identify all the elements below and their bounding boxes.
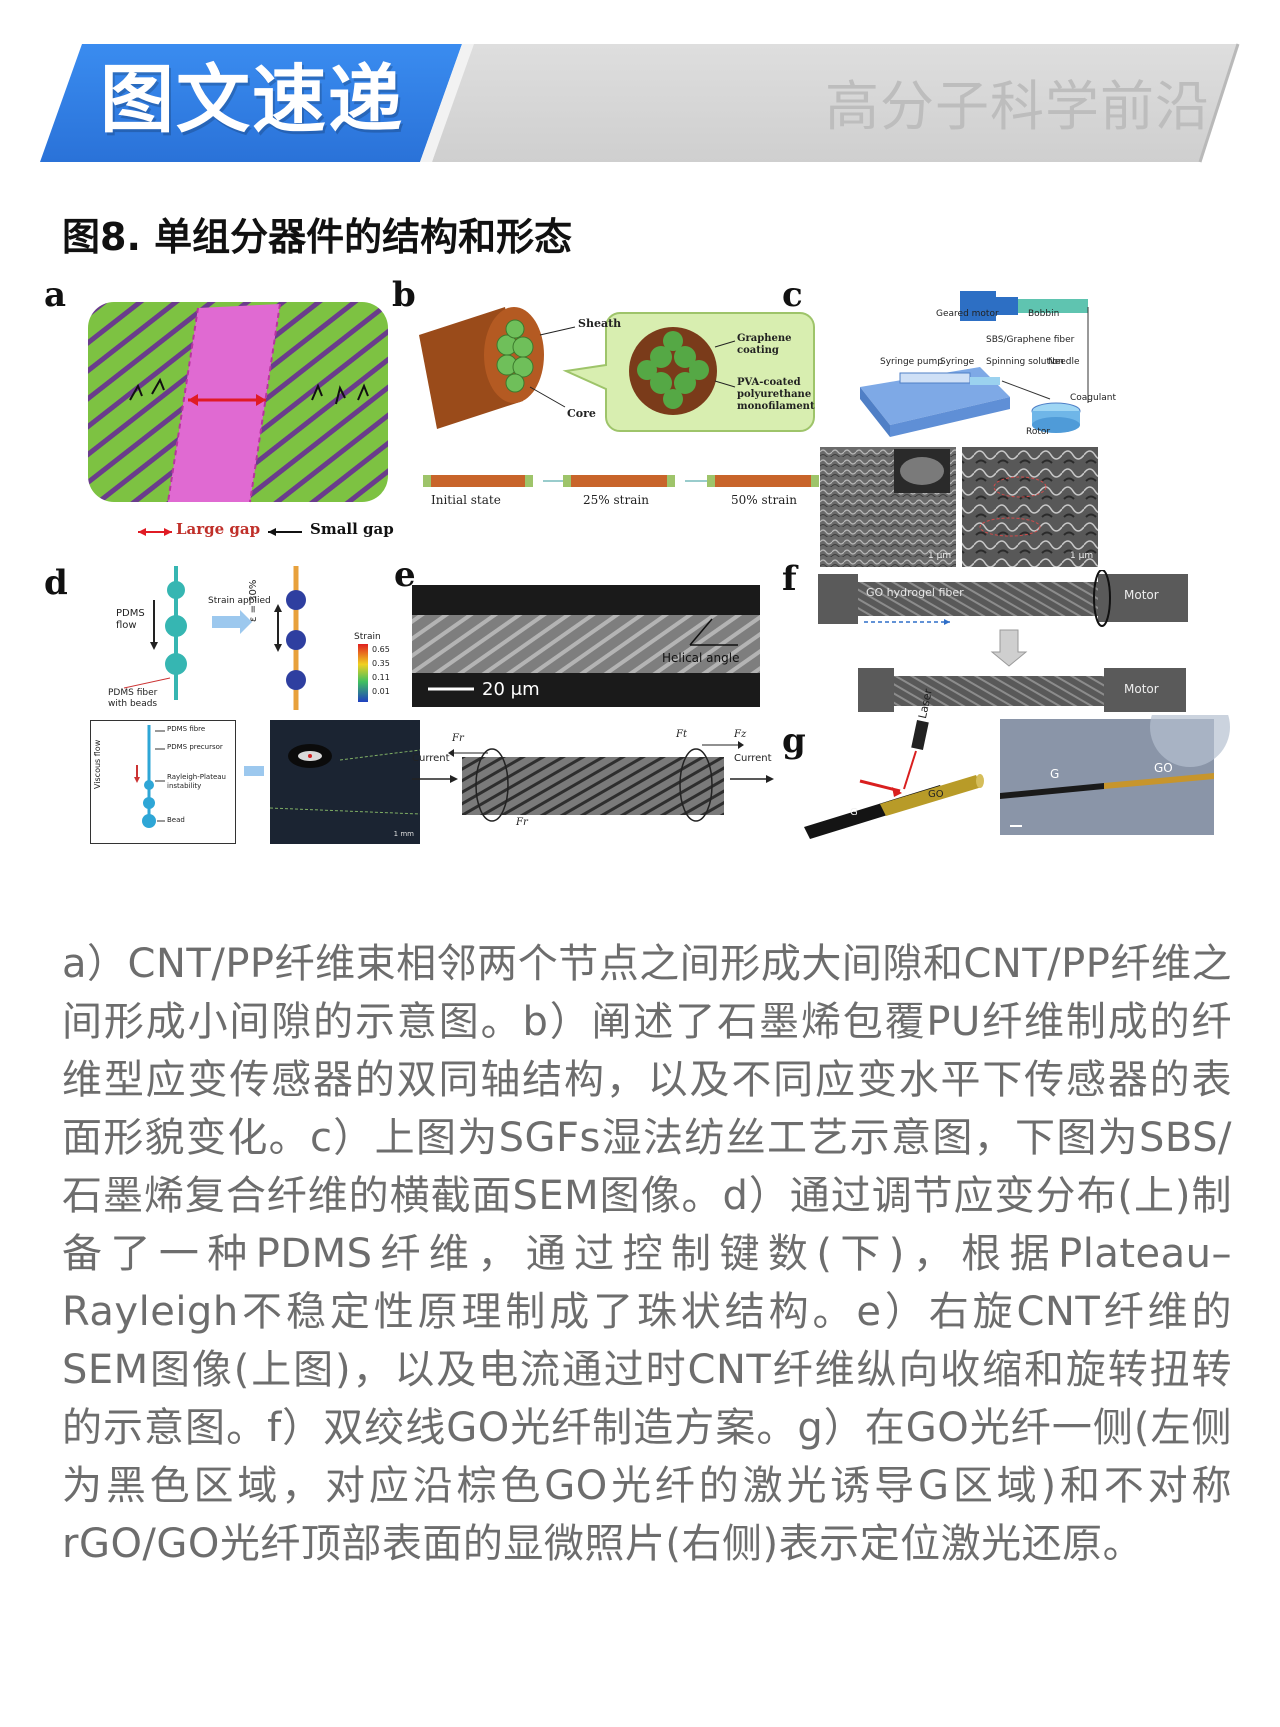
panel-d-viscous-flow: Viscous flow bbox=[93, 739, 102, 789]
panel-b-state-25: 25% strain bbox=[583, 493, 649, 507]
panel-d-micrograph-drawing bbox=[269, 744, 421, 815]
panel-e-scale: 20 μm bbox=[482, 679, 540, 700]
panel-e-current-right: Current bbox=[734, 753, 772, 764]
panel-d-bead-fiber bbox=[123, 566, 368, 710]
panel-d-rayleigh-schematic: Viscous flow PDMS fibre PDMS precursor R… bbox=[90, 720, 236, 844]
figure-caption: a）CNT/PP纤维束相邻两个节点之间形成大间隙和CNT/PP纤维之间形成小间隙… bbox=[62, 941, 1232, 1567]
panel-e: Helical angle 20 μm Current Current Fr bbox=[412, 585, 812, 925]
panel-c-part-syringe: Syringe bbox=[940, 357, 975, 367]
panel-d-label: d bbox=[44, 563, 68, 603]
panel-g: Laser G GO G GO bbox=[800, 687, 1240, 840]
panel-c-part-coagulant: Coagulant bbox=[1070, 393, 1116, 403]
panel-c-part-rotor: Rotor bbox=[1026, 427, 1051, 437]
panel-g-label: g bbox=[782, 721, 806, 761]
panel-d-scale: 1 mm bbox=[393, 830, 414, 838]
panel-f-go-hydrogel: GO hydrogel fiber bbox=[866, 586, 964, 599]
panel-c-spinning-schematic bbox=[860, 291, 1089, 437]
panel-d-tick: 0.11 bbox=[372, 673, 390, 682]
figure-title: 图8. 单组分器件的结构和形态 bbox=[62, 215, 573, 259]
panel-d-strain-ticks: 0.65 0.35 0.11 0.01 bbox=[372, 643, 390, 699]
panel-d-strain-title: Strain bbox=[354, 632, 381, 642]
panel-g-laser-diagram bbox=[804, 687, 1230, 839]
panel-d-tick: 0.65 bbox=[372, 645, 390, 654]
panel-e-force: Fr bbox=[516, 817, 528, 828]
panel-f: GO hydrogel fiber Motor Motor bbox=[810, 569, 1240, 720]
panel-c-sem-images bbox=[820, 447, 1098, 567]
panel-a-small-gap-label: Small gap bbox=[310, 520, 394, 538]
panel-c-part-pump: Syringe pump bbox=[880, 357, 943, 367]
panel-c-part-bobbin: Bobbin bbox=[1028, 309, 1060, 319]
panel-d: PDMS flow PDMS fiber with beads Strain a… bbox=[80, 560, 421, 920]
panel-c-part-needle: Needle bbox=[1048, 357, 1080, 367]
panel-f-motor-top: Motor bbox=[1124, 588, 1159, 602]
panel-d-strain-applied: Strain applied bbox=[208, 596, 271, 606]
panel-g-go-right: GO bbox=[1154, 761, 1173, 775]
panel-d-rayleigh-drawing bbox=[134, 725, 165, 828]
header-banner: 图文速递 高分子科学前沿 bbox=[0, 0, 1280, 190]
panel-b-label: b bbox=[392, 275, 416, 315]
panel-e-force: Fz bbox=[734, 729, 747, 740]
panel-d-lower-label: Bead bbox=[167, 816, 185, 824]
panel-b-graphene-label: Graphene coating bbox=[737, 333, 792, 356]
panel-b-state-50: 50% strain bbox=[731, 493, 797, 507]
banner-shapes bbox=[40, 43, 1240, 163]
panel-b-coaxial-diagram bbox=[419, 307, 819, 487]
panel-c: Geared motor Bobbin SBS/Graphene fiber S… bbox=[820, 287, 1240, 577]
panel-b-state-initial: Initial state bbox=[431, 493, 501, 507]
panel-a-large-gap-label: Large gap bbox=[176, 520, 261, 538]
panel-e-twist-schematic bbox=[412, 741, 774, 822]
panel-c-part-solution: Spinning solution bbox=[986, 357, 1064, 367]
panel-e-force: Fr bbox=[452, 733, 464, 744]
panel-c-part-motor: Geared motor bbox=[936, 309, 999, 319]
panel-a-fiber-image bbox=[88, 302, 388, 536]
panel-b-sheath-label: Sheath bbox=[578, 317, 622, 330]
panel-d-lower-label: PDMS precursor bbox=[167, 743, 223, 751]
panel-f-motor-bottom: Motor bbox=[1124, 682, 1159, 696]
panel-f-twisting-scheme bbox=[818, 569, 1188, 712]
banner-gray-band bbox=[432, 44, 1238, 162]
panel-c-label: c bbox=[782, 275, 803, 315]
banner-blue-block bbox=[40, 44, 462, 162]
panel-d-micrograph: 1 mm bbox=[269, 720, 421, 844]
panel-a: Large gap Small gap bbox=[80, 290, 400, 570]
panel-d-epsilon: ε = 30% bbox=[248, 579, 259, 622]
figure: a Large ga bbox=[40, 275, 1240, 925]
panel-e-label: e bbox=[394, 555, 416, 595]
panel-d-lower-label: Rayleigh-Plateau instability bbox=[167, 773, 226, 790]
panel-e-sem-image bbox=[412, 585, 760, 707]
panel-b-pva-label: PVA-coated polyurethane monofilament bbox=[737, 377, 815, 412]
banner-title: 图文速递 bbox=[100, 57, 404, 143]
panel-d-arrow bbox=[244, 766, 264, 776]
panel-e-current-left: Current bbox=[412, 753, 450, 764]
panel-d-tick: 0.01 bbox=[372, 687, 390, 696]
panel-c-scale-left: 1 μm bbox=[928, 551, 952, 561]
panel-b: Sheath Core Graphene coating PVA-coated … bbox=[415, 295, 825, 565]
panel-d-tick: 0.35 bbox=[372, 659, 390, 668]
banner-subtitle: 高分子科学前沿 bbox=[825, 75, 1210, 138]
panel-e-helical-angle: Helical angle bbox=[662, 651, 740, 665]
panel-c-part-fiber: SBS/Graphene fiber bbox=[986, 335, 1075, 345]
panel-g-go-left: GO bbox=[928, 789, 944, 800]
panel-f-label: f bbox=[782, 559, 797, 599]
panel-e-force: Ft bbox=[676, 729, 687, 740]
panel-g-g-left: G bbox=[850, 807, 858, 818]
panel-d-pdms-fiber: PDMS fiber with beads bbox=[108, 688, 158, 709]
panel-a-label: a bbox=[44, 275, 67, 315]
panel-d-lower-label: PDMS fibre bbox=[167, 725, 206, 733]
panel-d-pdms-flow: PDMS flow bbox=[116, 608, 145, 631]
panel-b-core-label: Core bbox=[567, 407, 596, 420]
panel-g-g-right: G bbox=[1050, 767, 1060, 781]
panel-c-scale-right: 1 μm bbox=[1070, 551, 1094, 561]
